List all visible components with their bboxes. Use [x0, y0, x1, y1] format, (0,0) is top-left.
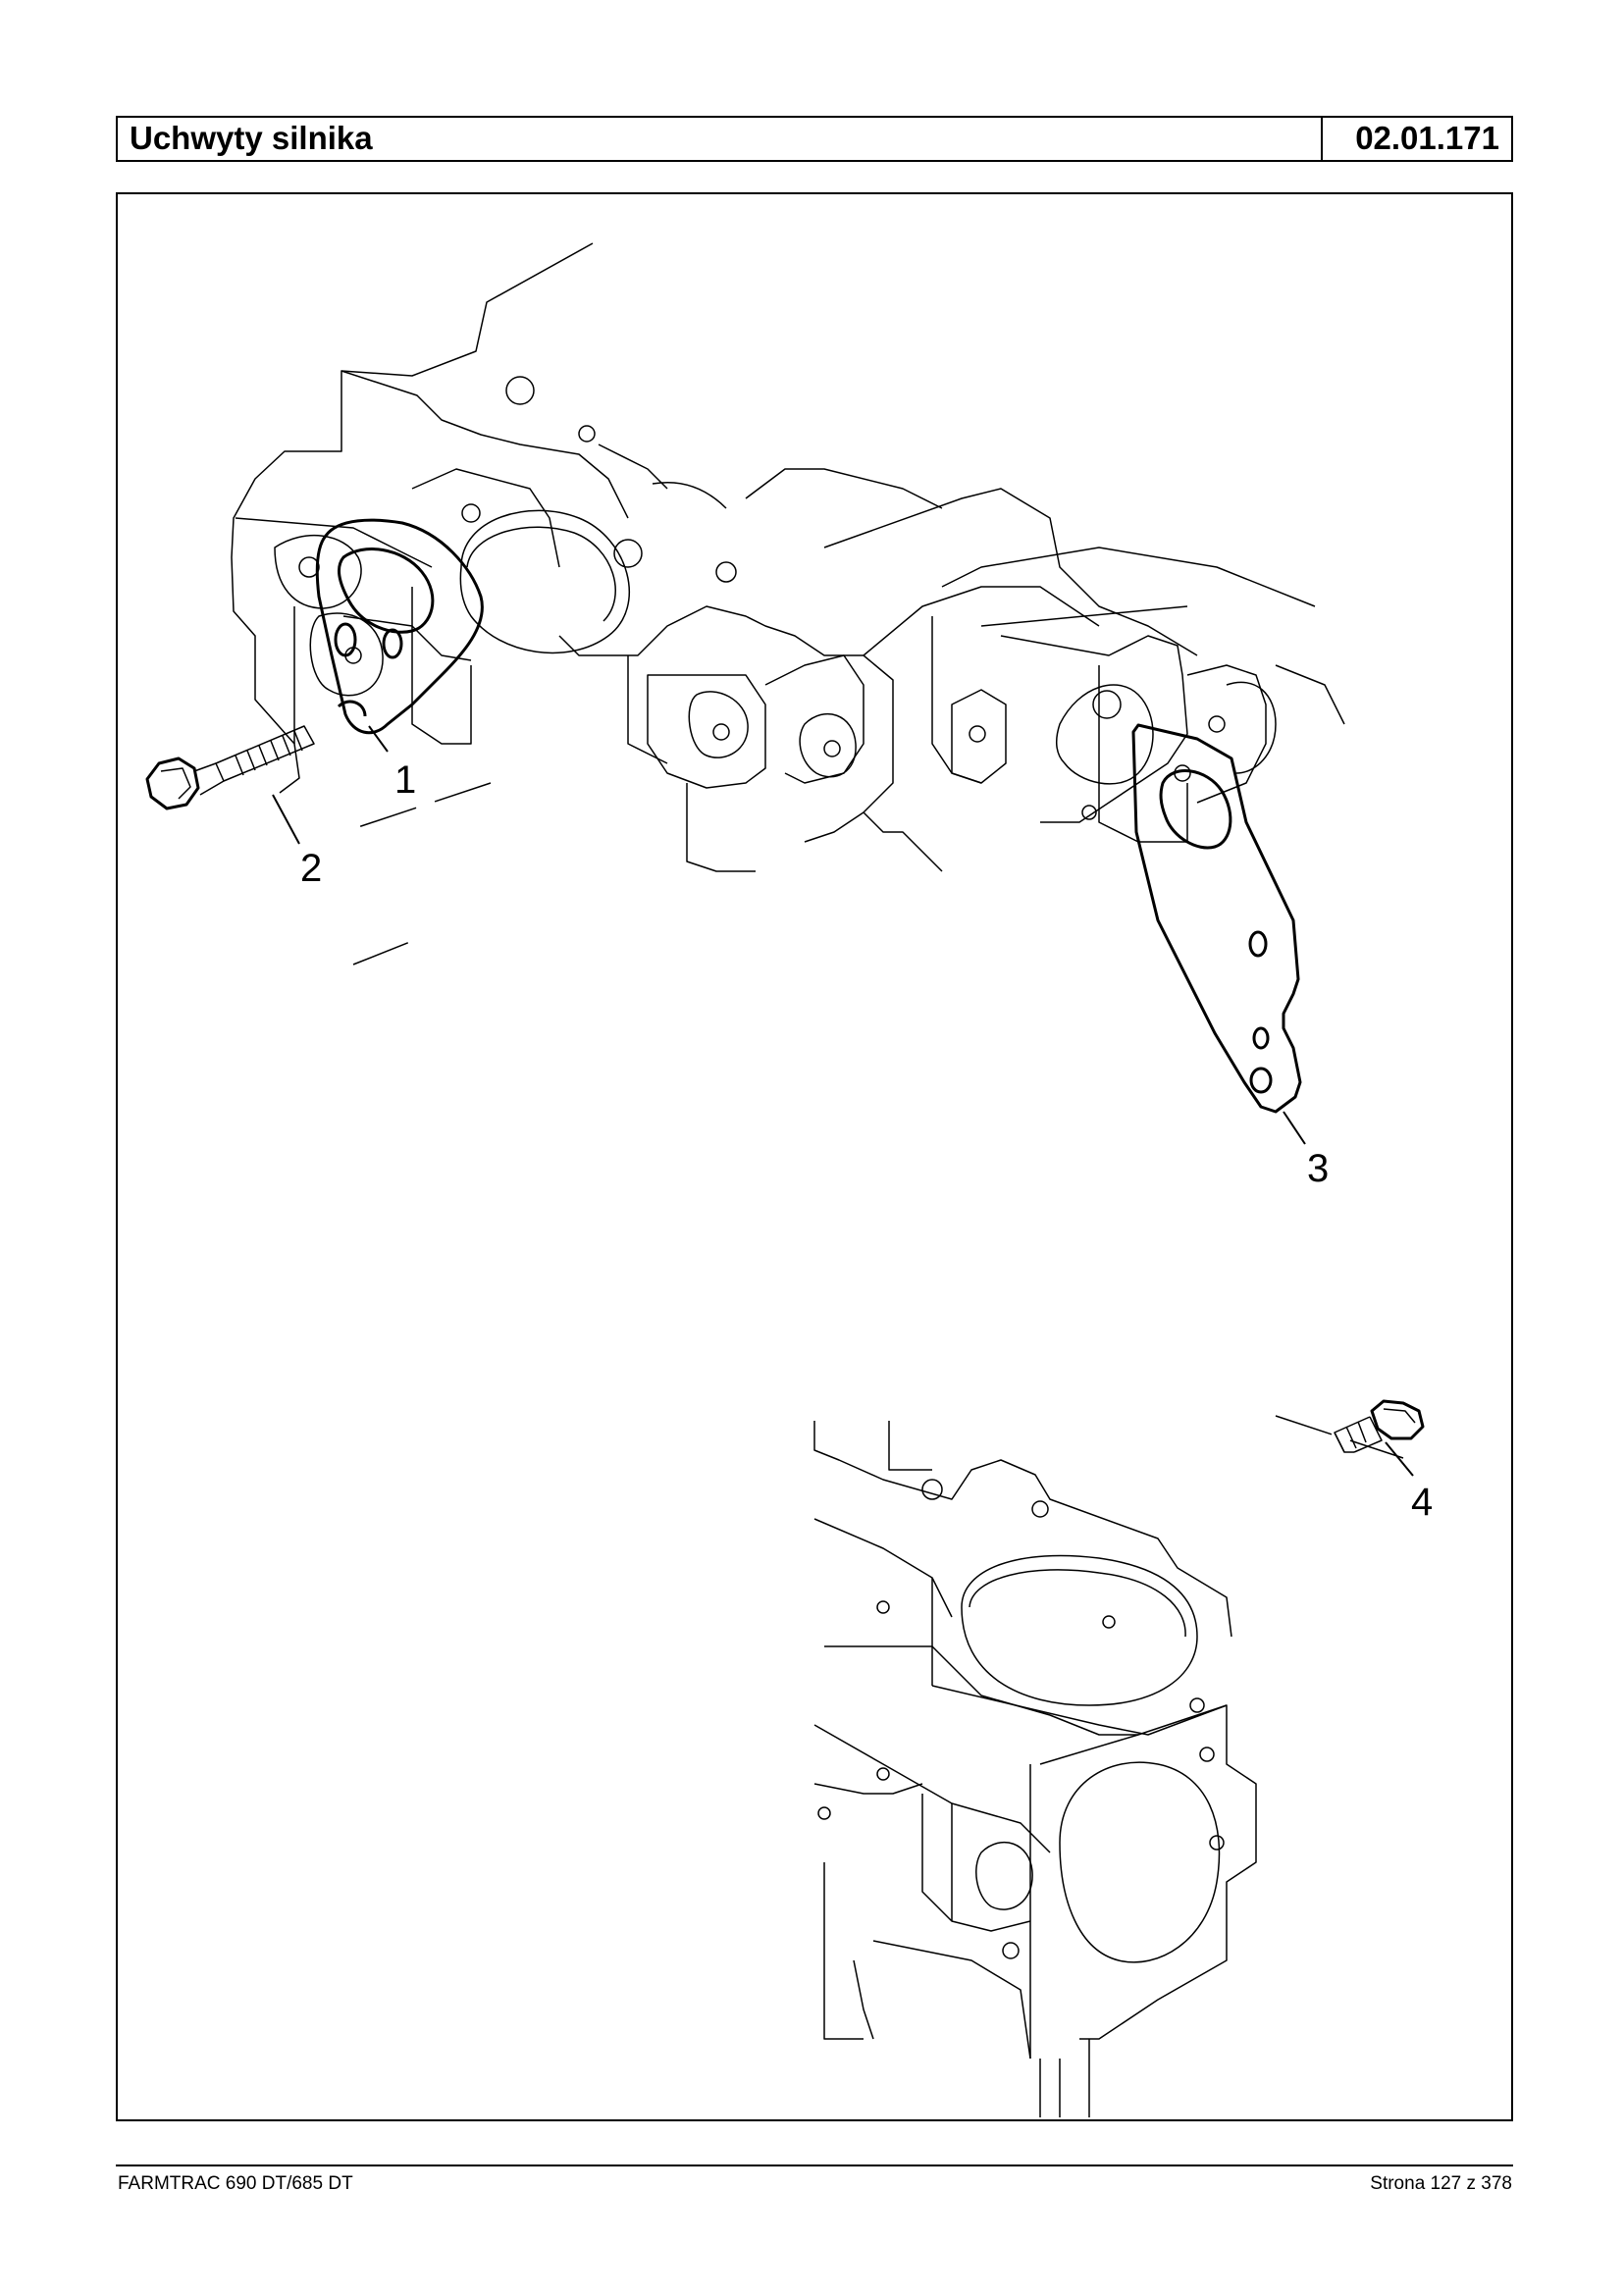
flange-bolt-2 — [145, 725, 315, 810]
footer-model: FARMTRAC 690 DT/685 DT — [118, 2173, 353, 2194]
page-header: Uchwyty silnika 02.01.171 — [116, 116, 1513, 162]
parts-diagram-frame: 1 2 3 4 — [116, 192, 1513, 2121]
alignment-lines — [342, 782, 1404, 1459]
callout-1: 1 — [394, 758, 416, 802]
footer-rule — [116, 2165, 1513, 2166]
engine-block-lower — [813, 1421, 1257, 2117]
callout-4: 4 — [1411, 1481, 1433, 1524]
engine-mount-bracket-3 — [1131, 723, 1302, 1114]
engine-mount-bracket-1 — [315, 518, 484, 735]
section-code: 02.01.171 — [1355, 120, 1499, 156]
engine-block-upper — [231, 242, 1345, 872]
callout-2: 2 — [300, 847, 322, 890]
engine-mounts-diagram: 1 2 3 4 — [145, 242, 1433, 2117]
footer-page-number: Strona 127 z 378 — [1370, 2173, 1512, 2194]
callout-3: 3 — [1307, 1147, 1329, 1190]
page-title: Uchwyty silnika — [118, 118, 1323, 160]
callout-leaders — [272, 725, 1414, 1477]
flange-bolt-4 — [1334, 1399, 1425, 1453]
